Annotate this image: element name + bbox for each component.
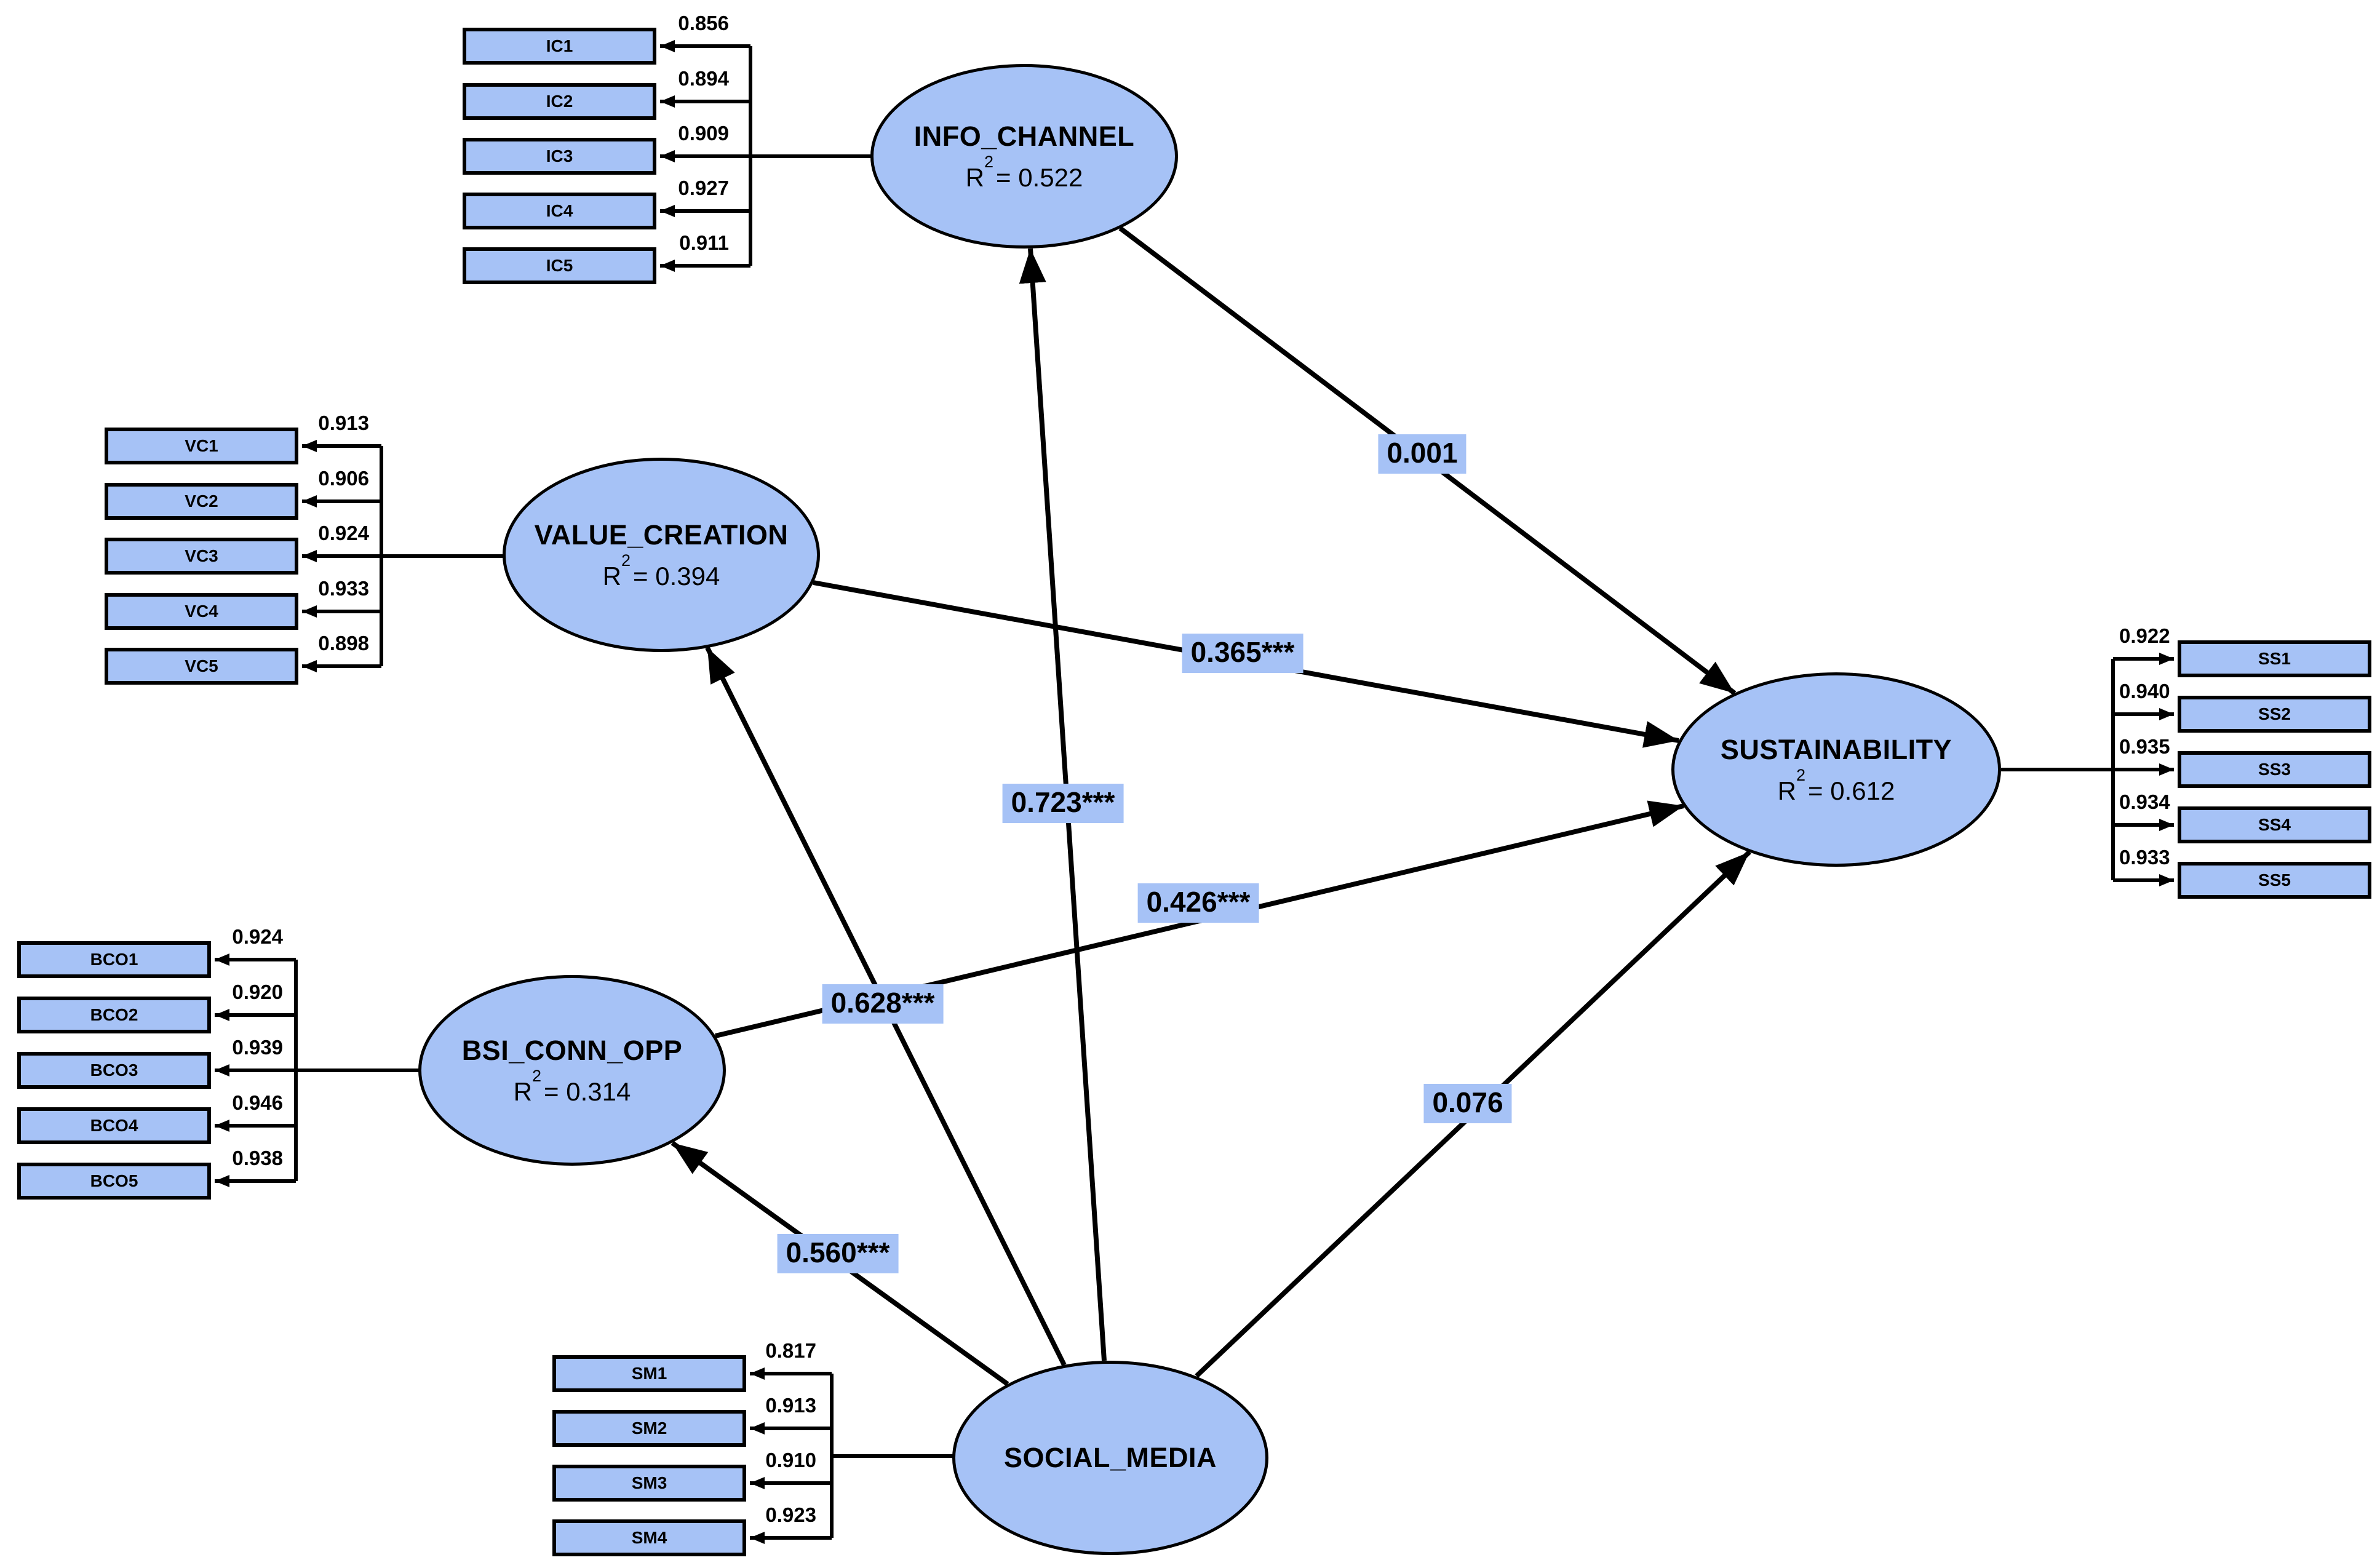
- indicator-box-ic5: IC5: [463, 247, 656, 284]
- loading-ss2: 0.940: [2119, 680, 2170, 702]
- loading-vc1: 0.913: [318, 412, 369, 434]
- indicator-box-bco2: BCO2: [17, 997, 211, 1033]
- r-squared-value: R2= 0.612: [1777, 765, 1895, 805]
- vc-measurement-connectors: [302, 440, 504, 672]
- indicator-box-ss5: SS5: [2178, 862, 2371, 899]
- construct-value-creation: VALUE_CREATION R2= 0.394: [503, 458, 820, 652]
- loading-ss3: 0.935: [2119, 735, 2170, 758]
- indicator-box-ic2: IC2: [463, 83, 656, 120]
- loading-sm4: 0.923: [765, 1503, 816, 1526]
- r-squared-value: R2= 0.522: [965, 152, 1083, 192]
- indicator-box-ic3: IC3: [463, 138, 656, 175]
- loading-ic1: 0.856: [678, 12, 729, 34]
- loading-bco1: 0.924: [232, 925, 283, 948]
- loading-bco5: 0.938: [232, 1147, 283, 1169]
- path-coef-social-media-to-bsi-conn-opp: 0.560***: [777, 1234, 899, 1273]
- r-squared-value: R2= 0.394: [602, 551, 720, 591]
- loading-ss4: 0.934: [2119, 790, 2170, 813]
- bco-measurement-connectors: [215, 953, 420, 1187]
- indicator-box-ic1: IC1: [463, 28, 656, 65]
- construct-label: VALUE_CREATION: [534, 519, 789, 551]
- loading-vc4: 0.933: [318, 577, 369, 600]
- loading-ic2: 0.894: [678, 67, 729, 90]
- construct-sustainability: SUSTAINABILITY R2= 0.612: [1671, 672, 2001, 867]
- indicator-box-ss3: SS3: [2178, 751, 2371, 788]
- r-squared-value: R2= 0.314: [513, 1066, 631, 1106]
- indicator-box-bco1: BCO1: [17, 941, 211, 978]
- loading-bco4: 0.946: [232, 1091, 283, 1114]
- indicator-box-bco4: BCO4: [17, 1107, 211, 1144]
- indicator-box-ss4: SS4: [2178, 806, 2371, 843]
- construct-bsi-conn-opp: BSI_CONN_OPP R2= 0.314: [418, 975, 726, 1166]
- ic-measurement-connectors: [660, 40, 872, 272]
- indicator-box-ic4: IC4: [463, 193, 656, 229]
- path-coef-social-media-to-info-channel: 0.723***: [1002, 784, 1124, 823]
- loading-sm1: 0.817: [765, 1339, 816, 1362]
- structural-path-arrows: [671, 226, 1751, 1387]
- indicator-box-vc1: VC1: [105, 428, 298, 464]
- loading-ic3: 0.909: [678, 122, 729, 145]
- loading-sm2: 0.913: [765, 1394, 816, 1417]
- loading-vc3: 0.924: [318, 522, 369, 544]
- loading-bco2: 0.920: [232, 981, 283, 1003]
- loading-ss1: 0.922: [2119, 624, 2170, 647]
- indicator-box-sm1: SM1: [552, 1355, 746, 1392]
- path-coef-social-media-to-value-creation: 0.628***: [822, 984, 944, 1024]
- sm-measurement-connectors: [750, 1367, 953, 1544]
- construct-label: SOCIAL_MEDIA: [1003, 1442, 1217, 1473]
- indicator-box-ss2: SS2: [2178, 696, 2371, 733]
- path-coef-info-channel-to-sustainability: 0.001: [1378, 434, 1467, 474]
- path-coef-bsi-conn-opp-to-sustainability: 0.426***: [1137, 883, 1259, 923]
- path-coef-value-creation-to-sustainability: 0.365***: [1182, 634, 1303, 673]
- indicator-box-vc2: VC2: [105, 483, 298, 520]
- construct-info-channel: INFO_CHANNEL R2= 0.522: [870, 64, 1178, 249]
- construct-social-media: SOCIAL_MEDIA: [952, 1361, 1268, 1555]
- indicator-box-sm3: SM3: [552, 1465, 746, 1502]
- loading-vc2: 0.906: [318, 467, 369, 490]
- loading-sm3: 0.910: [765, 1449, 816, 1471]
- path-coef-social-media-to-sustainability: 0.076: [1423, 1084, 1512, 1123]
- indicator-box-ss1: SS1: [2178, 640, 2371, 677]
- indicator-box-bco5: BCO5: [17, 1163, 211, 1200]
- construct-label: SUSTAINABILITY: [1720, 733, 1952, 765]
- loading-ic5: 0.911: [679, 231, 729, 254]
- indicator-box-bco3: BCO3: [17, 1052, 211, 1089]
- ss-measurement-connectors: [2001, 653, 2174, 886]
- construct-label: INFO_CHANNEL: [913, 120, 1135, 152]
- indicator-box-sm4: SM4: [552, 1519, 746, 1556]
- construct-label: BSI_CONN_OPP: [461, 1034, 683, 1066]
- loading-ic4: 0.927: [678, 177, 729, 199]
- indicator-box-vc4: VC4: [105, 593, 298, 630]
- loading-bco3: 0.939: [232, 1036, 283, 1059]
- loading-ss5: 0.933: [2119, 846, 2170, 869]
- indicator-box-sm2: SM2: [552, 1410, 746, 1447]
- indicator-box-vc5: VC5: [105, 648, 298, 685]
- loading-vc5: 0.898: [318, 632, 369, 655]
- indicator-box-vc3: VC3: [105, 538, 298, 575]
